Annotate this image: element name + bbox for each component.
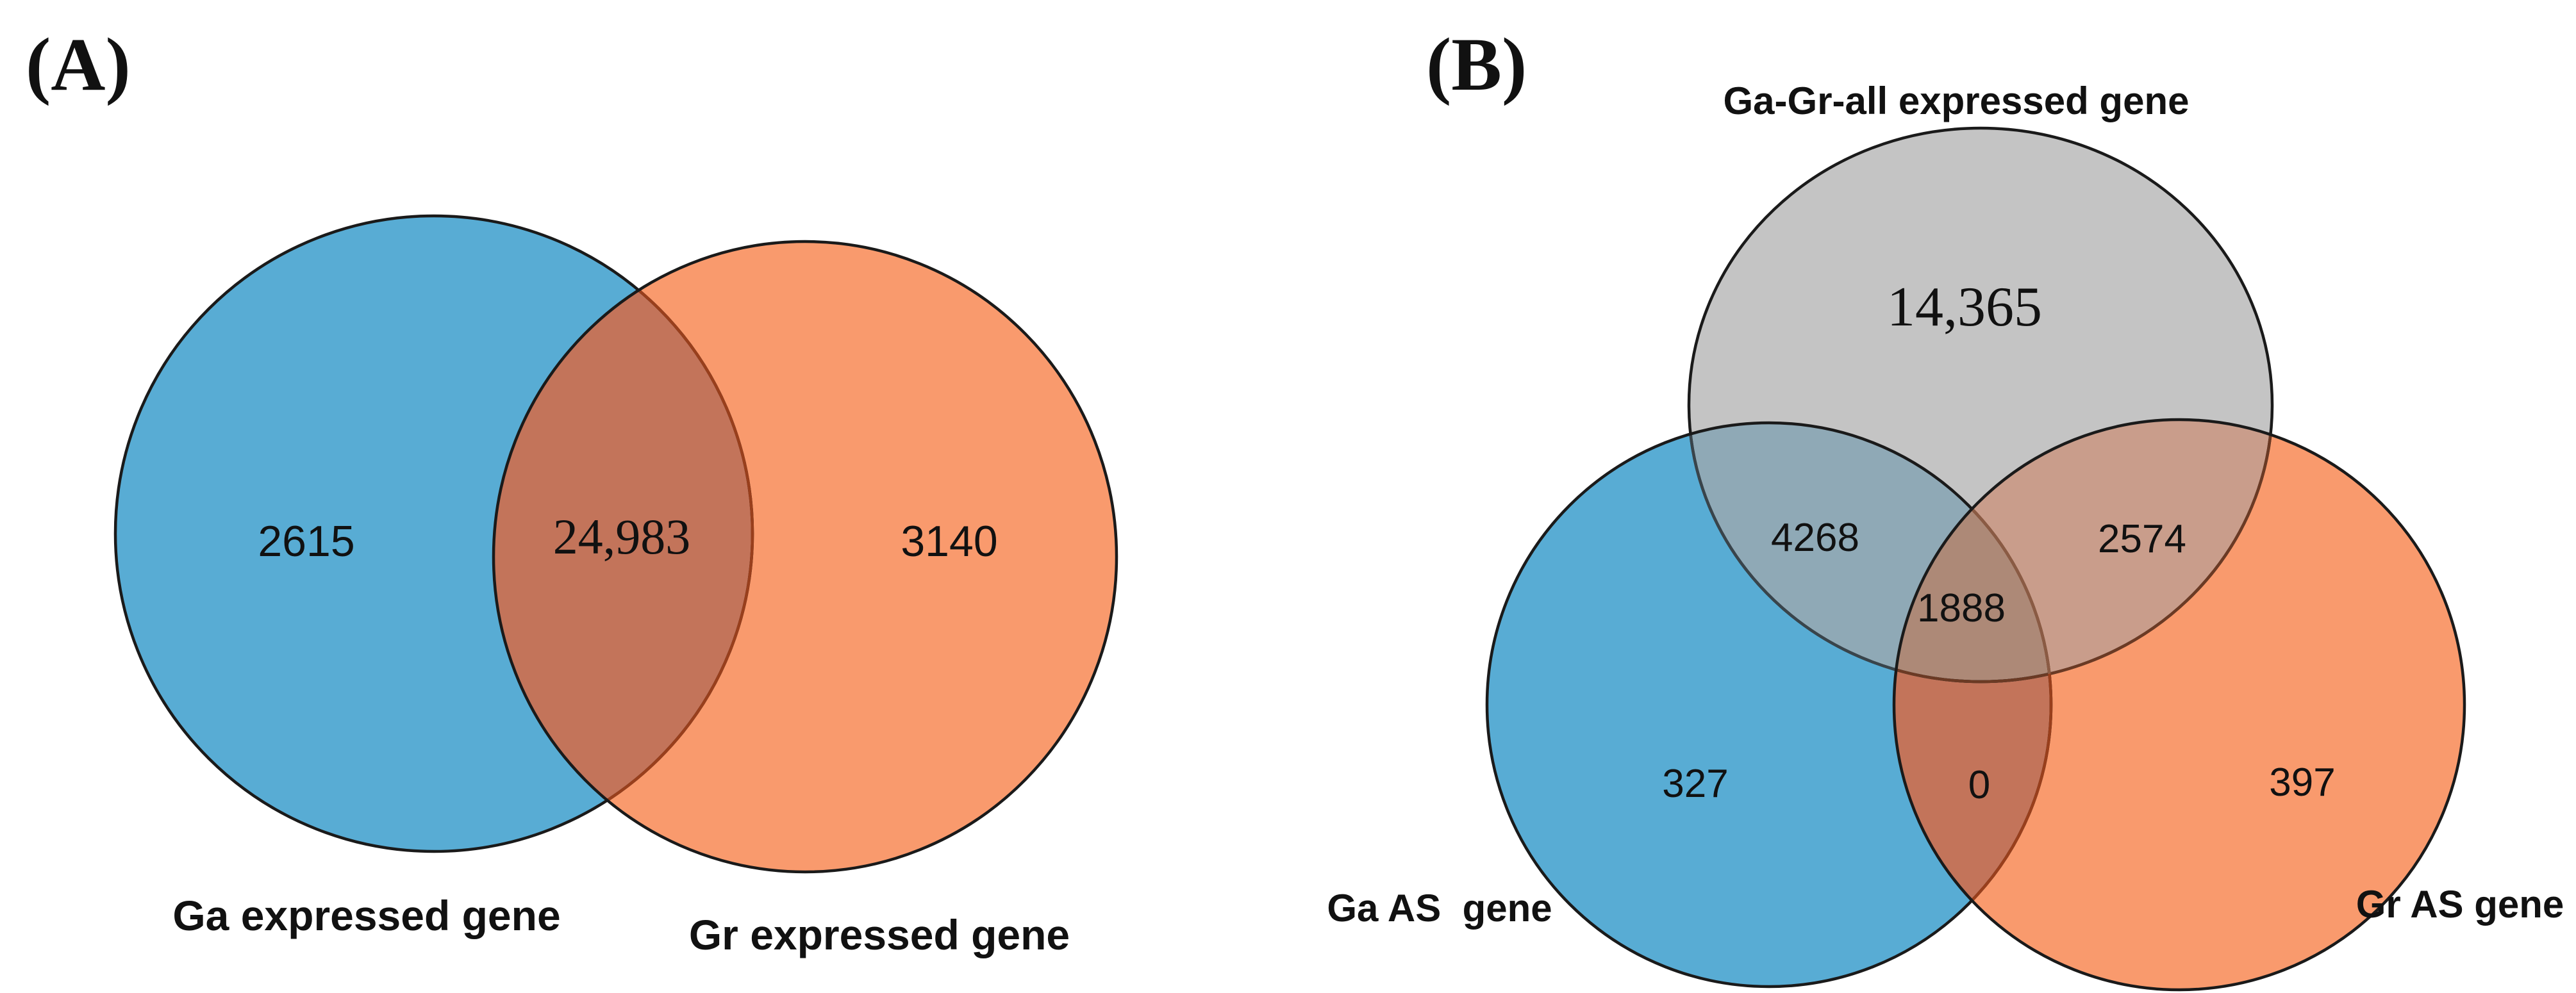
venn-b-count-blue-orange: 0 (1968, 763, 1990, 807)
venn-b-count-gray-orange: 2574 (2098, 517, 2186, 561)
venn-b-label-gr-as: Gr AS gene (2356, 883, 2564, 926)
panel-b: (B) Ga-Gr-all expressed gene 14,365 4268… (1327, 22, 2564, 992)
venn-a-count-gr-only: 3140 (901, 517, 997, 566)
venn-b-count-triple: 1888 (1917, 586, 2006, 630)
venn-b-label-ga-as: Ga AS gene (1327, 887, 1552, 930)
venn-a-count-overlap: 24,983 (553, 509, 691, 564)
venn-a-circle-gr-outline (492, 240, 1118, 874)
venn-a-label-ga: Ga expressed gene (172, 892, 560, 939)
venn-b-label-all: Ga-Gr-all expressed gene (1724, 79, 2190, 122)
venn-b-blue-arc-under-orange (1894, 421, 2053, 989)
venn-b-count-blue-only: 327 (1662, 762, 1728, 806)
venn-a-label-gr: Gr expressed gene (689, 911, 1070, 958)
venn-b-circle-gr-as-outline (1892, 418, 2466, 992)
venn-b-region-gray-orange (1894, 420, 2272, 682)
panel-b-tag: (B) (1426, 22, 1527, 106)
venn-a-overlap-region (494, 242, 752, 851)
venn-a-blue-arc-under-orange (494, 242, 754, 853)
panel-a-tag: (A) (26, 22, 131, 106)
venn-a-count-ga-only: 2615 (258, 517, 354, 566)
venn-b-gray-arc-under-orange (1894, 420, 2274, 684)
venn-b-count-orange-only: 397 (2269, 760, 2335, 805)
venn-b-count-all-only: 14,365 (1887, 276, 2042, 338)
venn-b-count-gray-blue: 4268 (1771, 516, 1859, 560)
panel-a: (A) 2615 24,983 3140 Ga expressed gene G… (26, 22, 1118, 958)
venn-b-region-gray-blue (1689, 423, 2051, 682)
